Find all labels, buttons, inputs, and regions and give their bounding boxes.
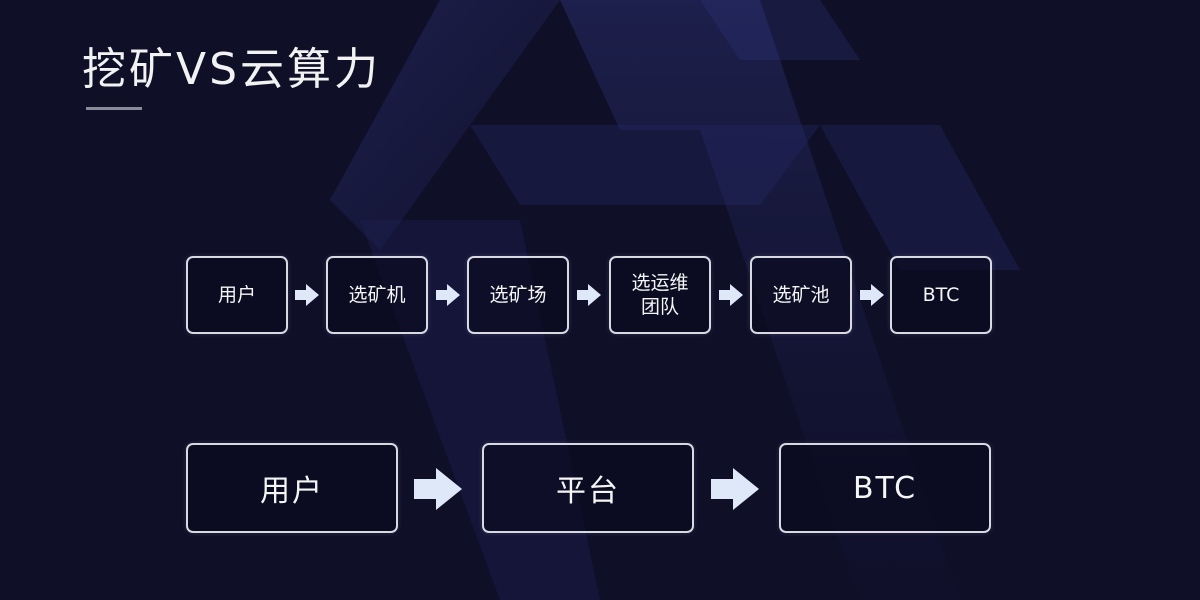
flow-step-select-pool: 选矿池	[750, 256, 852, 334]
flow-step-select-ops-team: 选运维 团队	[609, 256, 711, 334]
arrow-right-icon	[860, 284, 884, 306]
arrow-right-icon	[414, 468, 462, 510]
flow-step-select-farm: 选矿场	[467, 256, 569, 334]
arrow-right-icon	[577, 284, 601, 306]
arrow-right-icon	[711, 468, 759, 510]
flow-step-btc: BTC	[890, 256, 992, 334]
arrow-right-icon	[436, 284, 460, 306]
flow-step-platform: 平台	[482, 443, 694, 533]
flow-step-btc: BTC	[779, 443, 991, 533]
flow-step-select-miner: 选矿机	[326, 256, 428, 334]
page-title: 挖矿VS云算力	[82, 44, 382, 95]
flow-step-user: 用户	[186, 443, 398, 533]
arrow-right-icon	[295, 284, 319, 306]
title-underline	[86, 107, 142, 110]
flow-step-user: 用户	[186, 256, 288, 334]
arrow-right-icon	[719, 284, 743, 306]
